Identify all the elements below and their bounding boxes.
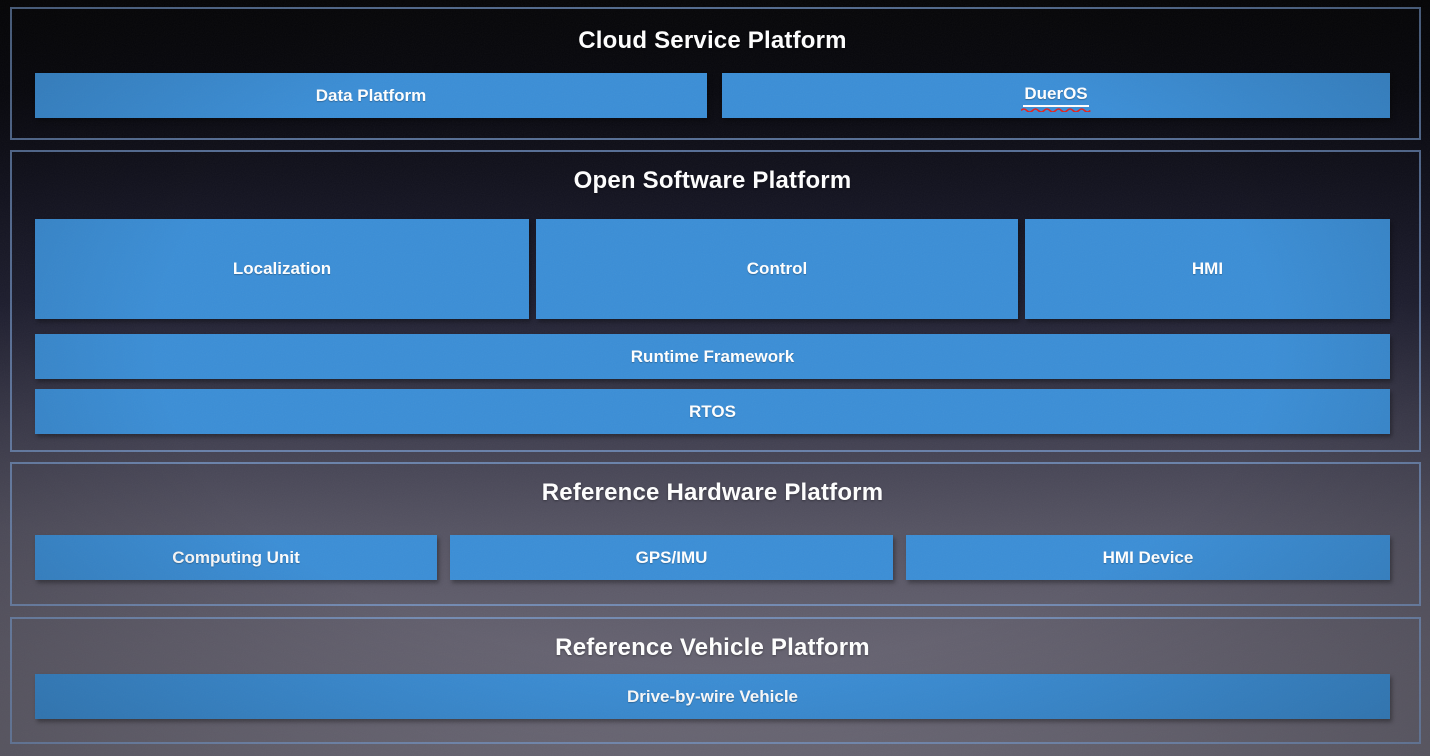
section-title-software: Open Software Platform [573,167,852,194]
box-rtos: RTOS [35,389,1390,434]
software-module-row: Localization Control HMI [35,219,1390,319]
box-dueros: DuerOS [722,73,1390,118]
box-drive-by-wire-vehicle: Drive-by-wire Vehicle [35,674,1390,719]
section-reference-vehicle-platform: Reference Vehicle Platform Drive-by-wire… [10,617,1421,744]
section-cloud-service-platform: Cloud Service Platform Data Platform Due… [10,7,1421,140]
box-label-rtos: RTOS [689,401,736,421]
box-label-gps-imu: GPS/IMU [635,547,708,567]
box-hmi: HMI [1025,219,1390,319]
box-data-platform: Data Platform [35,73,707,118]
box-computing-unit: Computing Unit [35,535,437,580]
box-label-hmi: HMI [1191,259,1224,278]
box-label-localization: Localization [232,259,332,278]
box-runtime-framework: Runtime Framework [35,334,1390,379]
box-localization: Localization [35,219,529,319]
section-title-vehicle: Reference Vehicle Platform [555,634,870,661]
box-label-control: Control [746,259,808,278]
spellcheck-squiggle-icon [1021,108,1091,112]
box-hmi-device: HMI Device [906,535,1390,580]
cloud-box-row: Data Platform DuerOS [35,73,1390,118]
hardware-box-row: Computing Unit GPS/IMU HMI Device [35,535,1390,580]
box-label-drive-by-wire-vehicle: Drive-by-wire Vehicle [626,686,799,706]
box-gps-imu: GPS/IMU [450,535,893,580]
box-label-hmi-device: HMI Device [1102,547,1194,567]
section-reference-hardware-platform: Reference Hardware Platform Computing Un… [10,462,1421,606]
box-label-dueros: DuerOS [1021,84,1091,112]
vehicle-box-row: Drive-by-wire Vehicle [35,674,1390,719]
box-control: Control [536,219,1018,319]
dueros-text: DuerOS [1024,84,1088,103]
box-label-data-platform: Data Platform [315,85,427,105]
section-title-hardware: Reference Hardware Platform [541,479,884,506]
box-label-computing-unit: Computing Unit [172,547,300,567]
section-title-cloud: Cloud Service Platform [578,27,847,54]
section-open-software-platform: Open Software Platform Localization Cont… [10,150,1421,452]
box-label-runtime-framework: Runtime Framework [630,346,795,366]
